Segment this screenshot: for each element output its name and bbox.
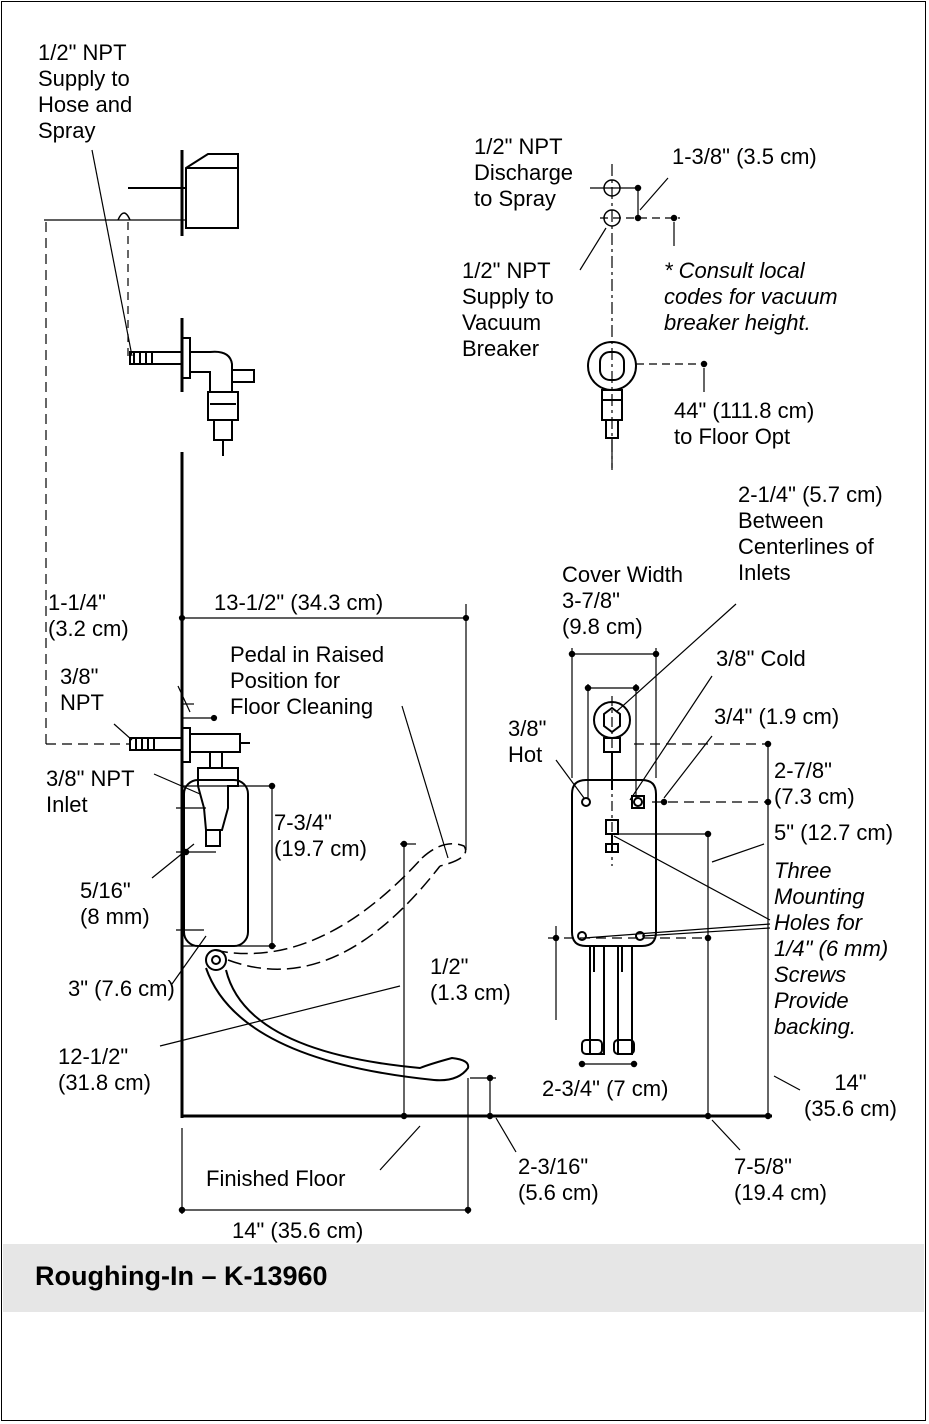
dim-14-bottom-dot-right xyxy=(464,1206,472,1214)
label-mounting-holes: Three Mounting Holes for 1/4" (6 mm) Scr… xyxy=(774,858,889,1039)
label-consult-note: * Consult local codes for vacuum breaker… xyxy=(664,258,838,335)
dim-3-leader xyxy=(171,935,207,985)
dim-14-right-leader xyxy=(773,1075,801,1091)
label-dim-3-4: 3/4" (1.9 cm) xyxy=(714,704,840,729)
dim-3-4-leader xyxy=(663,735,713,799)
floor-dot-3 xyxy=(764,1112,772,1120)
label-dim-44: 44" (111.8 cm) to Floor Opt xyxy=(674,398,815,449)
pedal-down xyxy=(205,949,470,1082)
floor-dot-1 xyxy=(400,1112,408,1120)
label-supply-hose-spray: 1/2" NPT Supply to Hose and Spray xyxy=(38,40,133,143)
label-dim-7-5-8: 7-5/8" (19.4 cm) xyxy=(734,1154,827,1205)
dim-2-3-4-dot-left xyxy=(578,1060,586,1068)
label-dim-12-1-2: 12-1/2" (31.8 cm) xyxy=(58,1044,151,1095)
dim-2-3-4-dot-right xyxy=(630,1060,638,1068)
label-npt-3-8: 3/8" NPT xyxy=(60,664,104,715)
label-dim-5: 5" (12.7 cm) xyxy=(774,820,894,845)
pedal-raised-leader xyxy=(401,705,449,859)
hot-leader xyxy=(555,759,585,799)
dim-13-1-2 xyxy=(177,604,470,850)
inlet-leader xyxy=(153,773,201,795)
inlets-dot-right xyxy=(632,684,640,692)
label-dim-1-1-4: 1-1/4" (3.2 cm) xyxy=(48,590,129,641)
label-supply-vacuum-breaker: 1/2" NPT Supply to Vacuum Breaker xyxy=(462,258,554,361)
foot-valve-front xyxy=(571,701,657,1055)
supply-hose-pipe-bend xyxy=(117,212,131,221)
label-hot-3-8: 3/8" Hot xyxy=(508,716,547,767)
label-dim-2-7-8: 2-7/8" (7.3 cm) xyxy=(774,758,855,809)
label-dim-14-right: 14" (35.6 cm) xyxy=(804,1070,897,1121)
breaker-height-dot xyxy=(700,360,708,368)
dim-7-5-8-leader xyxy=(711,1119,741,1151)
label-dim-7-3-4: 7-3/4" (19.7 cm) xyxy=(274,810,367,861)
dim-12-1-2-leader xyxy=(159,985,401,1047)
dim-2-3-16-dot-bottom xyxy=(486,1112,494,1120)
label-discharge-spray: 1/2" NPT Discharge to Spray xyxy=(474,134,574,211)
label-cover-width: Cover Width 3-7/8" (9.8 cm) xyxy=(562,562,684,639)
npt-leader xyxy=(113,723,133,741)
label-dim-13-1-2: 13-1/2" (34.3 cm) xyxy=(214,590,384,615)
vacuum-breaker-front xyxy=(587,341,637,468)
label-cold-3-8: 3/8" Cold xyxy=(716,646,806,671)
inlets-dot-left xyxy=(584,684,592,692)
dim-3-4-dot xyxy=(660,798,668,806)
page-title: Roughing-In – K-13960 xyxy=(35,1261,328,1291)
cold-leader xyxy=(629,675,713,801)
label-dim-5-16: 5/16" (8 mm) xyxy=(80,878,150,929)
dim-5-leader xyxy=(711,843,765,863)
foot-valve-body xyxy=(129,727,250,947)
dim-5-16-leader xyxy=(151,843,195,879)
cover-width-dot-right xyxy=(652,650,660,658)
inlets-leader xyxy=(615,603,737,713)
holes-leader-3 xyxy=(641,927,771,937)
spray-valve-body xyxy=(128,153,239,229)
vacuum-breaker-side xyxy=(129,337,255,456)
label-dim-2-3-16: 2-3/16" (5.6 cm) xyxy=(518,1154,599,1205)
label-npt-inlet: 3/8" NPT Inlet xyxy=(46,766,135,817)
label-dim-3: 3" (7.6 cm) xyxy=(68,976,175,1001)
label-dim-2-3-4: 2-3/4" (7 cm) xyxy=(542,1076,669,1101)
label-finished-floor: Finished Floor xyxy=(206,1166,346,1191)
finished-floor-leader xyxy=(379,1125,421,1171)
holes-leader-2 xyxy=(583,923,771,939)
cover-width-dot-left xyxy=(568,650,576,658)
pedal-raised xyxy=(213,843,467,970)
dim-2-7-8-dot-bottom xyxy=(764,798,772,806)
dim-2-3-16-leader xyxy=(495,1117,517,1153)
label-pedal-raised: Pedal in Raised Position for Floor Clean… xyxy=(230,642,385,719)
floor-dot-2 xyxy=(704,1112,712,1120)
holes-leader-1 xyxy=(613,835,771,921)
dim-14-bottom-dot-left xyxy=(178,1206,186,1214)
label-dim-14-bottom: 14" (35.6 cm) xyxy=(232,1218,364,1243)
label-dim-1-3-8: 1-3/8" (3.5 cm) xyxy=(672,144,817,169)
label-dim-1-2: 1/2" (1.3 cm) xyxy=(430,954,511,1005)
holes-dot-right xyxy=(704,934,712,942)
supply-hose-leader xyxy=(91,149,133,357)
label-dim-2-1-4: 2-1/4" (5.7 cm) Between Centerlines of I… xyxy=(738,482,883,585)
title-bar xyxy=(3,1244,924,1312)
